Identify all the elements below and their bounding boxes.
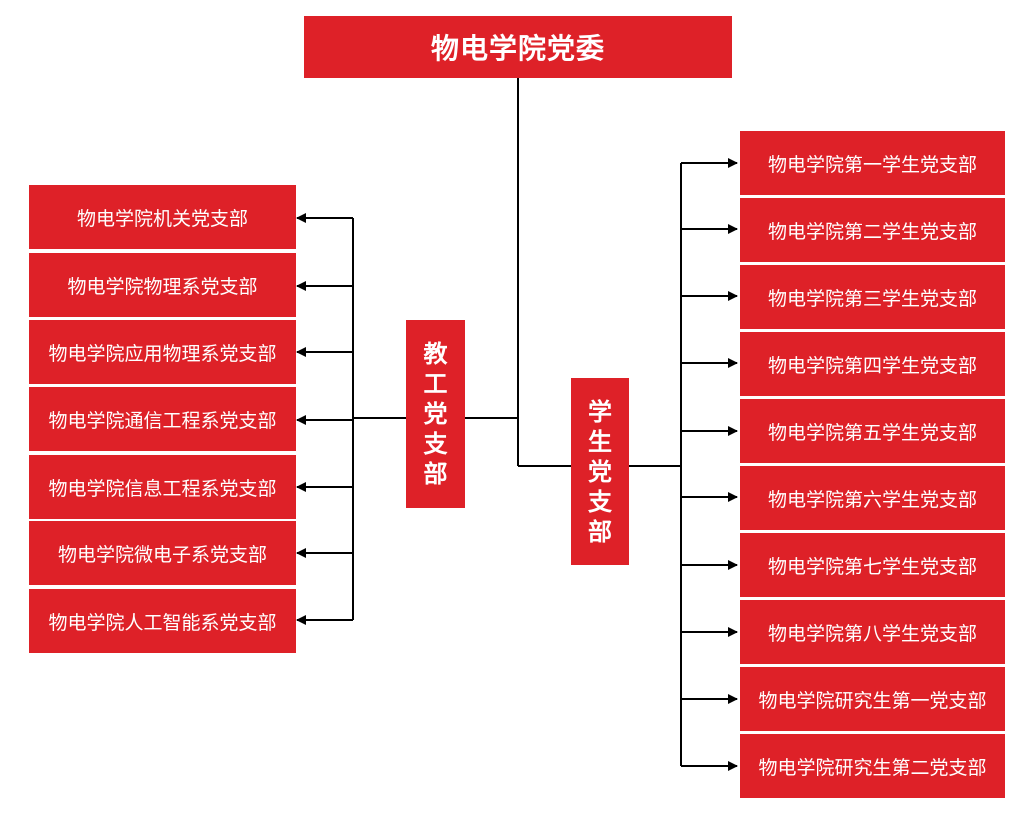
teacher-char: 工 [423,370,448,398]
student-char: 学 [588,397,612,426]
teacher-sub-branch-label: 物电学院机关党支部 [76,207,248,230]
student-sub-branch-box: 物电学院研究生第一党支部 [740,667,1005,731]
teacher-char: 部 [423,460,448,488]
student-branch-box: 学 生 党 支 部 [571,378,629,565]
teacher-sub-branch-label: 物电学院通信工程系党支部 [48,409,277,432]
student-sub-branch-label: 物电学院第七学生党支部 [767,555,977,578]
student-sub-branch-box: 物电学院第四学生党支部 [740,332,1005,396]
student-char: 支 [588,487,612,516]
student-sub-branch-label: 物电学院第八学生党支部 [767,622,977,645]
root-party-committee-box: 物电学院党委 [304,16,732,78]
student-sub-branch-box: 物电学院第六学生党支部 [740,466,1005,530]
teacher-sub-branch-box: 物电学院应用物理系党支部 [29,320,296,384]
teacher-sub-branch-label: 物电学院信息工程系党支部 [48,477,277,500]
student-sub-branch-box: 物电学院第二学生党支部 [740,198,1005,262]
teacher-char: 支 [423,430,448,458]
teacher-sub-branch-label: 物电学院物理系党支部 [67,275,258,298]
student-sub-branch-label: 物电学院第二学生党支部 [767,220,977,243]
student-sub-branch-box: 物电学院第八学生党支部 [740,600,1005,664]
student-sub-branch-label: 物电学院第一学生党支部 [767,153,977,176]
teacher-char: 党 [423,400,448,428]
student-sub-branch-box: 物电学院第一学生党支部 [740,131,1005,195]
teacher-sub-branch-box: 物电学院物理系党支部 [29,253,296,317]
student-sub-branch-label: 物电学院研究生第二党支部 [758,756,987,779]
student-sub-branch-box: 物电学院第三学生党支部 [740,265,1005,329]
teacher-branch-box: 教 工 党 支 部 [406,320,465,508]
student-sub-branch-label: 物电学院第三学生党支部 [767,287,977,310]
student-char: 党 [588,457,612,486]
teacher-sub-branch-box: 物电学院通信工程系党支部 [29,387,296,451]
teacher-sub-branch-box: 物电学院机关党支部 [29,185,296,249]
student-sub-branch-label: 物电学院第五学生党支部 [767,421,977,444]
root-label: 物电学院党委 [430,32,605,65]
teacher-sub-branch-box: 物电学院信息工程系党支部 [29,455,296,519]
student-sub-branch-label: 物电学院第六学生党支部 [767,488,977,511]
teacher-sub-branch-box: 物电学院人工智能系党支部 [29,589,296,653]
student-char: 生 [588,427,612,456]
student-sub-branch-label: 物电学院研究生第一党支部 [758,689,987,712]
student-sub-branch-box: 物电学院研究生第二党支部 [740,734,1005,798]
teacher-sub-branch-label: 物电学院应用物理系党支部 [48,342,277,365]
teacher-char: 教 [423,340,448,368]
student-sub-branch-label: 物电学院第四学生党支部 [767,354,977,377]
teacher-sub-branch-label: 物电学院微电子系党支部 [57,543,267,566]
student-sub-branch-box: 物电学院第五学生党支部 [740,399,1005,463]
teacher-sub-branch-label: 物电学院人工智能系党支部 [48,611,277,634]
student-sub-branch-box: 物电学院第七学生党支部 [740,533,1005,597]
student-char: 部 [588,517,612,546]
teacher-sub-branch-box: 物电学院微电子系党支部 [29,521,296,585]
